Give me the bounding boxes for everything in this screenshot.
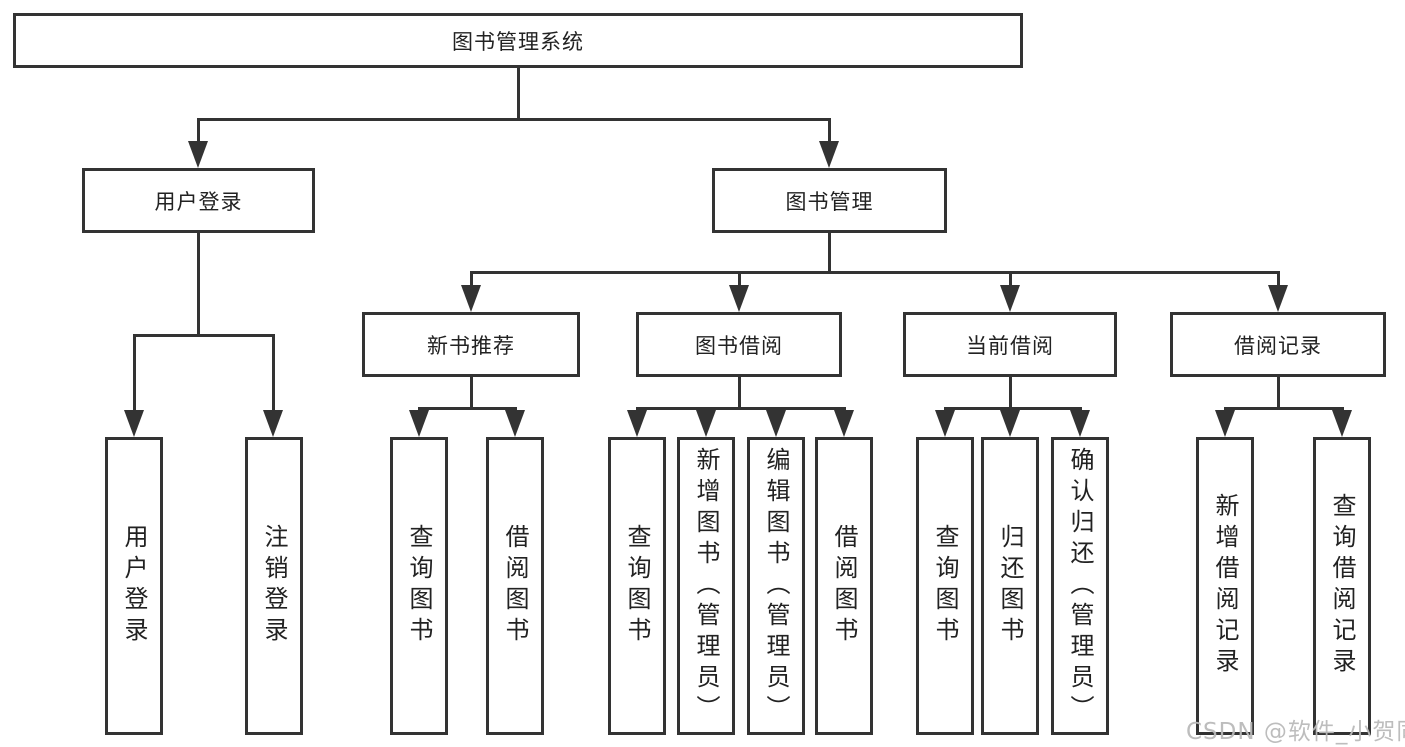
arrow-down-icon: [935, 410, 955, 437]
leaf-add-borrow-record-label: 新增借阅记录: [1211, 493, 1239, 679]
node-book-management-label: 图书管理: [785, 189, 874, 214]
arrow-down-icon: [1000, 410, 1020, 437]
node-borrowing-records: 借阅记录: [1170, 312, 1386, 377]
connector-line: [272, 334, 275, 412]
leaf-user-login: 用户登录: [105, 437, 163, 735]
arrow-down-icon: [1332, 410, 1352, 437]
node-new-book-recommend: 新书推荐: [362, 312, 580, 377]
csdn-watermark: CSDN @软件_小贺同学: [1186, 719, 1405, 745]
connector-line: [470, 377, 473, 409]
connector-line: [828, 118, 831, 144]
arrow-down-icon: [124, 410, 144, 437]
connector-line: [197, 118, 200, 144]
connector-line: [470, 271, 1280, 274]
leaf-query-books-3-label: 查询图书: [931, 524, 959, 648]
node-book-management: 图书管理: [712, 168, 947, 233]
leaf-confirm-return-admin: 确认归还（管理员）: [1051, 437, 1109, 735]
connector-line: [197, 118, 831, 121]
arrow-down-icon: [834, 410, 854, 437]
node-book-borrowing: 图书借阅: [636, 312, 842, 377]
node-user-login: 用户登录: [82, 168, 315, 233]
node-root-label: 图书管理系统: [452, 29, 584, 54]
leaf-borrow-books-2: 借阅图书: [815, 437, 873, 735]
leaf-logout: 注销登录: [245, 437, 303, 735]
arrow-down-icon: [729, 285, 749, 312]
connector-line: [1277, 271, 1280, 288]
arrow-down-icon: [409, 410, 429, 437]
connector-line: [738, 377, 741, 409]
connector-line: [197, 233, 200, 336]
leaf-query-borrow-record-label: 查询借阅记录: [1328, 493, 1356, 679]
connector-line: [828, 233, 831, 273]
arrow-down-icon: [696, 410, 716, 437]
connector-line: [1277, 377, 1280, 409]
node-user-login-label: 用户登录: [154, 189, 243, 214]
leaf-add-book-admin-label: 新增图书（管理员）: [692, 446, 720, 726]
node-new-book-recommend-label: 新书推荐: [427, 333, 515, 358]
arrow-down-icon: [263, 410, 283, 437]
arrow-down-icon: [627, 410, 647, 437]
leaf-borrow-books-2-label: 借阅图书: [830, 524, 858, 648]
connector-line: [517, 68, 520, 120]
leaf-add-book-admin: 新增图书（管理员）: [677, 437, 735, 735]
arrow-down-icon: [461, 285, 481, 312]
arrow-down-icon: [819, 141, 839, 168]
leaf-query-books-3: 查询图书: [916, 437, 974, 735]
connector-line: [636, 407, 846, 410]
arrow-down-icon: [1070, 410, 1090, 437]
leaf-confirm-return-admin-label: 确认归还（管理员）: [1066, 446, 1094, 726]
connector-line: [944, 407, 1082, 410]
leaf-edit-book-admin-label: 编辑图书（管理员）: [762, 446, 790, 726]
leaf-user-login-label: 用户登录: [120, 524, 148, 648]
node-root-system: 图书管理系统: [13, 13, 1023, 68]
arrow-down-icon: [1215, 410, 1235, 437]
arrow-down-icon: [766, 410, 786, 437]
connector-line: [1224, 407, 1344, 410]
connector-line: [1009, 271, 1012, 288]
leaf-query-books-1-label: 查询图书: [405, 524, 433, 648]
leaf-query-borrow-record: 查询借阅记录: [1313, 437, 1371, 735]
arrow-down-icon: [188, 141, 208, 168]
leaf-return-books-label: 归还图书: [996, 524, 1024, 648]
connector-line: [738, 271, 741, 288]
arrow-down-icon: [1000, 285, 1020, 312]
node-current-borrowing: 当前借阅: [903, 312, 1117, 377]
node-borrowing-records-label: 借阅记录: [1234, 333, 1322, 358]
connector-line: [470, 271, 473, 288]
node-current-borrowing-label: 当前借阅: [966, 333, 1054, 358]
leaf-query-books-2-label: 查询图书: [623, 524, 651, 648]
connector-line: [133, 334, 275, 337]
node-book-borrowing-label: 图书借阅: [695, 333, 783, 358]
leaf-add-borrow-record: 新增借阅记录: [1196, 437, 1254, 735]
leaf-borrow-books-1: 借阅图书: [486, 437, 544, 735]
leaf-logout-label: 注销登录: [260, 524, 288, 648]
leaf-edit-book-admin: 编辑图书（管理员）: [747, 437, 805, 735]
leaf-borrow-books-1-label: 借阅图书: [501, 524, 529, 648]
leaf-return-books: 归还图书: [981, 437, 1039, 735]
connector-line: [1009, 377, 1012, 409]
leaf-query-books-2: 查询图书: [608, 437, 666, 735]
leaf-query-books-1: 查询图书: [390, 437, 448, 735]
connector-line: [418, 407, 517, 410]
arrow-down-icon: [505, 410, 525, 437]
arrow-down-icon: [1268, 285, 1288, 312]
connector-line: [133, 334, 136, 412]
